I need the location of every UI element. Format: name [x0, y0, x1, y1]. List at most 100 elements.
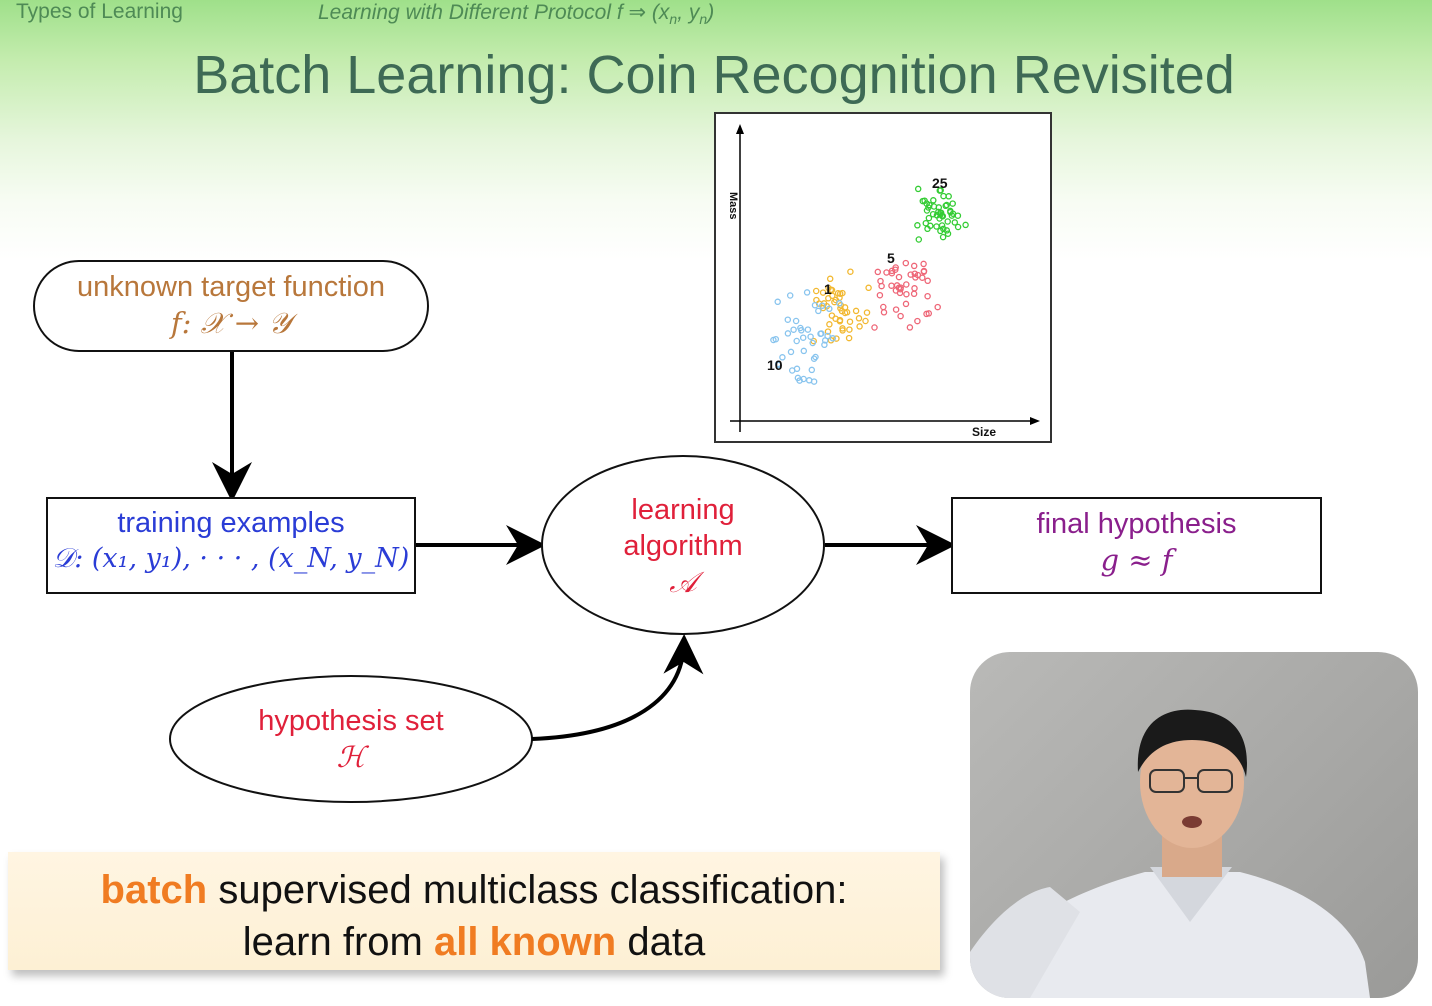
scatter-point-blue	[805, 377, 813, 384]
scatter-point-green	[939, 233, 947, 241]
final-hypothesis-box	[951, 497, 1322, 594]
presenter-mouth	[1182, 816, 1202, 828]
summary-line-2: learn from all known data	[8, 916, 940, 968]
scatter-point-green	[940, 192, 947, 200]
scatter-point-blue	[787, 348, 795, 356]
hypothesis-set-title: hypothesis set	[258, 705, 444, 737]
learning-algorithm-line1: learning	[631, 494, 735, 526]
scatter-point-green	[937, 186, 944, 194]
scatter-point-blue	[819, 302, 826, 309]
scatter-point-blue	[798, 327, 805, 334]
scatter-point-orange	[828, 312, 836, 319]
scatter-point-orange	[845, 334, 853, 342]
scatter-point-red	[876, 291, 884, 299]
scatter-point-orange	[832, 315, 839, 322]
scatter-point-orange	[846, 318, 854, 325]
scatter-point-green	[930, 197, 937, 204]
subsection-end: )	[707, 1, 715, 24]
scatter-point-blue	[829, 335, 837, 342]
summary-line-1: batch supervised multiclass classificati…	[8, 864, 940, 916]
scatter-point-green	[944, 218, 951, 225]
section-label: Types of Learning	[16, 0, 183, 23]
scatter-point-blue	[811, 301, 819, 309]
scatter-point-red	[924, 277, 931, 285]
scatter-point-green	[942, 202, 949, 210]
scatter-point-orange	[839, 327, 846, 334]
scatter-point-red	[892, 266, 899, 273]
scatter-point-blue	[804, 326, 812, 333]
presenter-glasses-left	[1149, 769, 1185, 793]
scatter-point-blue	[794, 374, 802, 382]
presenter-shirt	[990, 872, 1370, 998]
scatter-point-green	[933, 223, 940, 230]
scatter-point-red	[893, 282, 901, 289]
scatter-point-orange	[856, 323, 863, 330]
scatter-point-red	[880, 303, 887, 311]
learning-algorithm-label: learning algorithm 𝒜	[560, 492, 806, 600]
scatter-point-orange	[846, 326, 853, 333]
scatter-point-green	[949, 200, 956, 207]
scatter-point-blue	[784, 330, 792, 337]
scatter-point-red	[920, 268, 928, 275]
scatter-point-red	[924, 292, 931, 300]
scatter-x-arrowhead	[1030, 417, 1040, 425]
scatter-point-green	[935, 204, 943, 211]
scatter-point-blue	[824, 332, 831, 340]
scatter-point-green	[915, 236, 923, 243]
scatter-point-blue	[821, 341, 828, 349]
scatter-point-blue	[815, 307, 822, 315]
hypothesis-set-label: hypothesis set ℋ	[170, 703, 532, 775]
scatter-point-blue	[793, 365, 801, 373]
scatter-point-green	[925, 214, 933, 222]
scatter-point-red	[903, 290, 910, 298]
subsection-sub-2: n	[699, 11, 708, 28]
scatter-point-orange	[824, 328, 832, 335]
arrow-hypothesis-to-algorithm	[531, 634, 704, 741]
scatter-point-blue	[803, 289, 811, 296]
scatter-point-red	[925, 310, 933, 317]
scatter-point-orange	[825, 284, 832, 292]
scatter-point-blue	[808, 366, 816, 374]
scatter-point-blue	[807, 333, 814, 340]
scatter-point-blue	[818, 330, 825, 337]
scatter-point-red	[906, 324, 914, 331]
scatter-point-blue	[800, 347, 808, 355]
scatter-point-blue	[793, 337, 800, 345]
scatter-x-label: Size	[972, 425, 996, 439]
target-function-formula: f: 𝒳 → 𝒴	[170, 306, 292, 340]
scatter-point-red	[888, 282, 895, 289]
scatter-point-orange	[852, 307, 860, 315]
scatter-point-blue	[836, 300, 843, 307]
scatter-y-arrowhead	[736, 124, 744, 134]
scatter-point-red	[880, 309, 888, 316]
scatter-point-orange	[865, 284, 872, 292]
slide-title: Batch Learning: Coin Recognition Revisit…	[0, 44, 1432, 106]
scatter-point-red	[877, 277, 884, 285]
summary-text-2: learn from	[242, 920, 434, 964]
scatter-point-red	[911, 285, 918, 292]
coin-scatter-svg: Mass Size 25 5 1 10	[727, 124, 1040, 439]
scatter-point-orange	[832, 296, 840, 304]
training-examples-title: training examples	[117, 507, 345, 539]
training-examples-box	[46, 497, 416, 594]
scatter-point-red	[878, 282, 885, 290]
training-examples-formula: 𝒟: (x₁, y₁), · · · , (x_N, y_N)	[52, 543, 410, 574]
highlight-batch: batch	[100, 868, 208, 912]
final-hypothesis-formula: g ≈ f	[952, 542, 1321, 578]
scatter-point-red	[920, 260, 927, 268]
scatter-point-red	[910, 262, 918, 270]
scatter-point-green	[914, 222, 921, 229]
scatter-point-red	[912, 274, 919, 281]
scatter-point-blue	[775, 361, 782, 369]
scatter-point-green	[949, 210, 957, 217]
target-function-box	[33, 260, 429, 352]
scatter-point-blue	[826, 305, 833, 313]
presenter-collar	[1150, 867, 1232, 922]
subsection-sub: n	[669, 11, 678, 28]
subsection-label: Learning with Different Protocol f ⇒ (xn…	[318, 0, 714, 27]
hypothesis-set-symbol: ℋ	[336, 740, 366, 774]
scatter-point-red	[903, 281, 910, 288]
scatter-point-blue	[792, 317, 800, 325]
scatter-point-green	[929, 210, 937, 218]
